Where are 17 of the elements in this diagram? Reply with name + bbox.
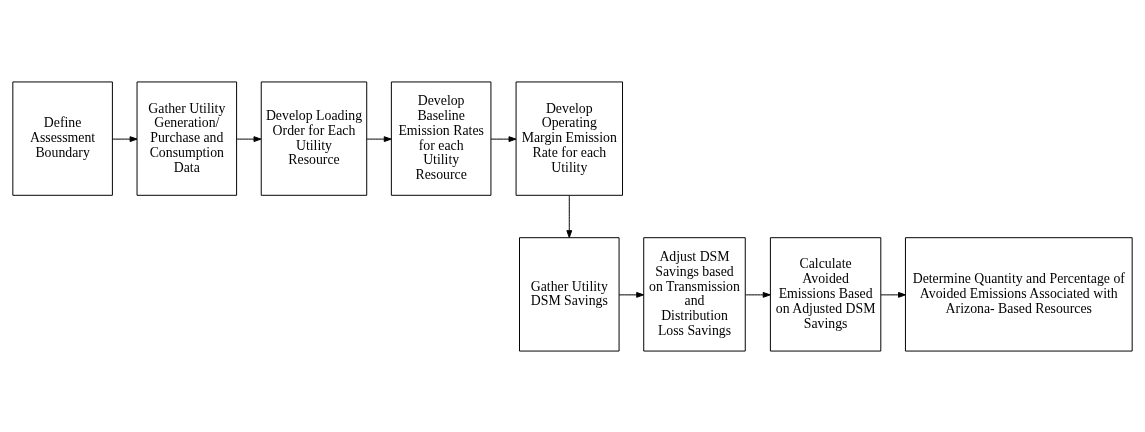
arrow xyxy=(490,135,517,142)
node-box: Adjust DSM Savings based on Transmission and Distribution Loss Savings xyxy=(643,236,746,352)
node-box: Develop Baseline Emission Rates for each Utility Resource xyxy=(390,80,492,196)
node-box: Calculate Avoided Emissions Based on Adjusted DSM Savings xyxy=(769,236,882,352)
node-box: Develop Loading Order for Each Utility Resource xyxy=(260,80,368,196)
arrow xyxy=(745,291,771,298)
node-box: Develop Operating Margin Emission Rate for each Utility xyxy=(515,80,624,196)
arrow xyxy=(236,135,262,142)
node-box: Gather Utility Generation/ Purchase and Consumption Data xyxy=(136,80,238,196)
arrow xyxy=(366,135,392,142)
node-box: Gather Utility DSM Savings xyxy=(519,236,620,352)
node-box: Determine Quantity and Percentage of Avoided Emissions Associated with Arizona- Based Resources xyxy=(904,236,1133,352)
arrow xyxy=(111,135,138,142)
arrow xyxy=(566,194,573,238)
node-box: Define Assessment Boundary xyxy=(12,80,113,196)
arrow xyxy=(880,291,906,298)
arrow xyxy=(618,291,645,298)
